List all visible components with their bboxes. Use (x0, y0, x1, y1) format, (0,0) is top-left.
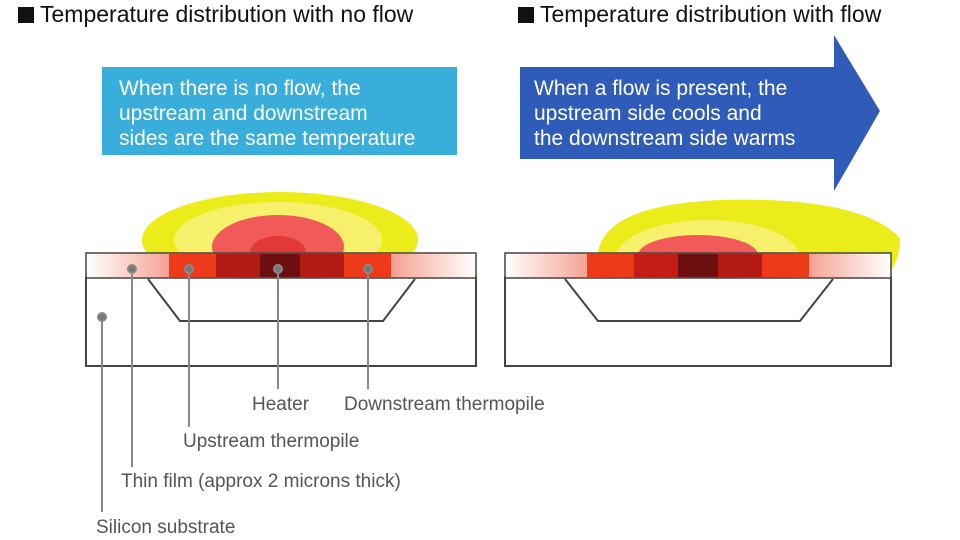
callout-no-flow-line: sides are the same temperature (119, 127, 416, 150)
label-upstream-thermopile: Upstream thermopile (183, 431, 360, 452)
callout-no-flow-line: upstream and downstream (119, 102, 368, 125)
heading-with-flow: Temperature distribution with flow (518, 1, 881, 28)
thermopile-segment (216, 254, 260, 277)
leader-lines (97, 264, 373, 512)
label-downstream-thermopile: Downstream thermopile (344, 394, 545, 415)
sensor-with-flow (504, 252, 892, 367)
heading-no-flow: Temperature distribution with no flow (18, 1, 413, 28)
callout-box-no-flow (102, 67, 457, 155)
label-heater: Heater (252, 394, 310, 415)
flow-direction-arrow-icon (520, 35, 880, 191)
cavity (564, 278, 834, 322)
downstream-thermopile (762, 254, 809, 277)
callout-flow-line: upstream side cools and (534, 102, 762, 125)
heading-with-flow-text: Temperature distribution with flow (540, 1, 882, 27)
thermopile-segment (718, 254, 762, 277)
heater (678, 254, 718, 277)
callout-flow-line: the downstream side warms (534, 127, 796, 150)
label-thin-film: Thin film (approx 2 microns thick) (121, 471, 401, 492)
upstream-thermopile (587, 254, 634, 277)
callout-flow-text: When a flow is present, the upstream sid… (534, 76, 795, 151)
label-silicon-substrate: Silicon substrate (96, 517, 236, 538)
heading-no-flow-text: Temperature distribution with no flow (40, 1, 414, 27)
bullet-square-icon (18, 6, 34, 23)
thermopile-segment (634, 254, 678, 277)
callout-no-flow-line: When there is no flow, the (119, 77, 361, 100)
callout-flow-line: When a flow is present, the (534, 77, 788, 100)
cavity (147, 278, 416, 322)
bullet-square-icon (518, 6, 534, 23)
callout-no-flow-text: When there is no flow, the upstream and … (119, 76, 415, 151)
thermopile-segment (300, 254, 344, 277)
